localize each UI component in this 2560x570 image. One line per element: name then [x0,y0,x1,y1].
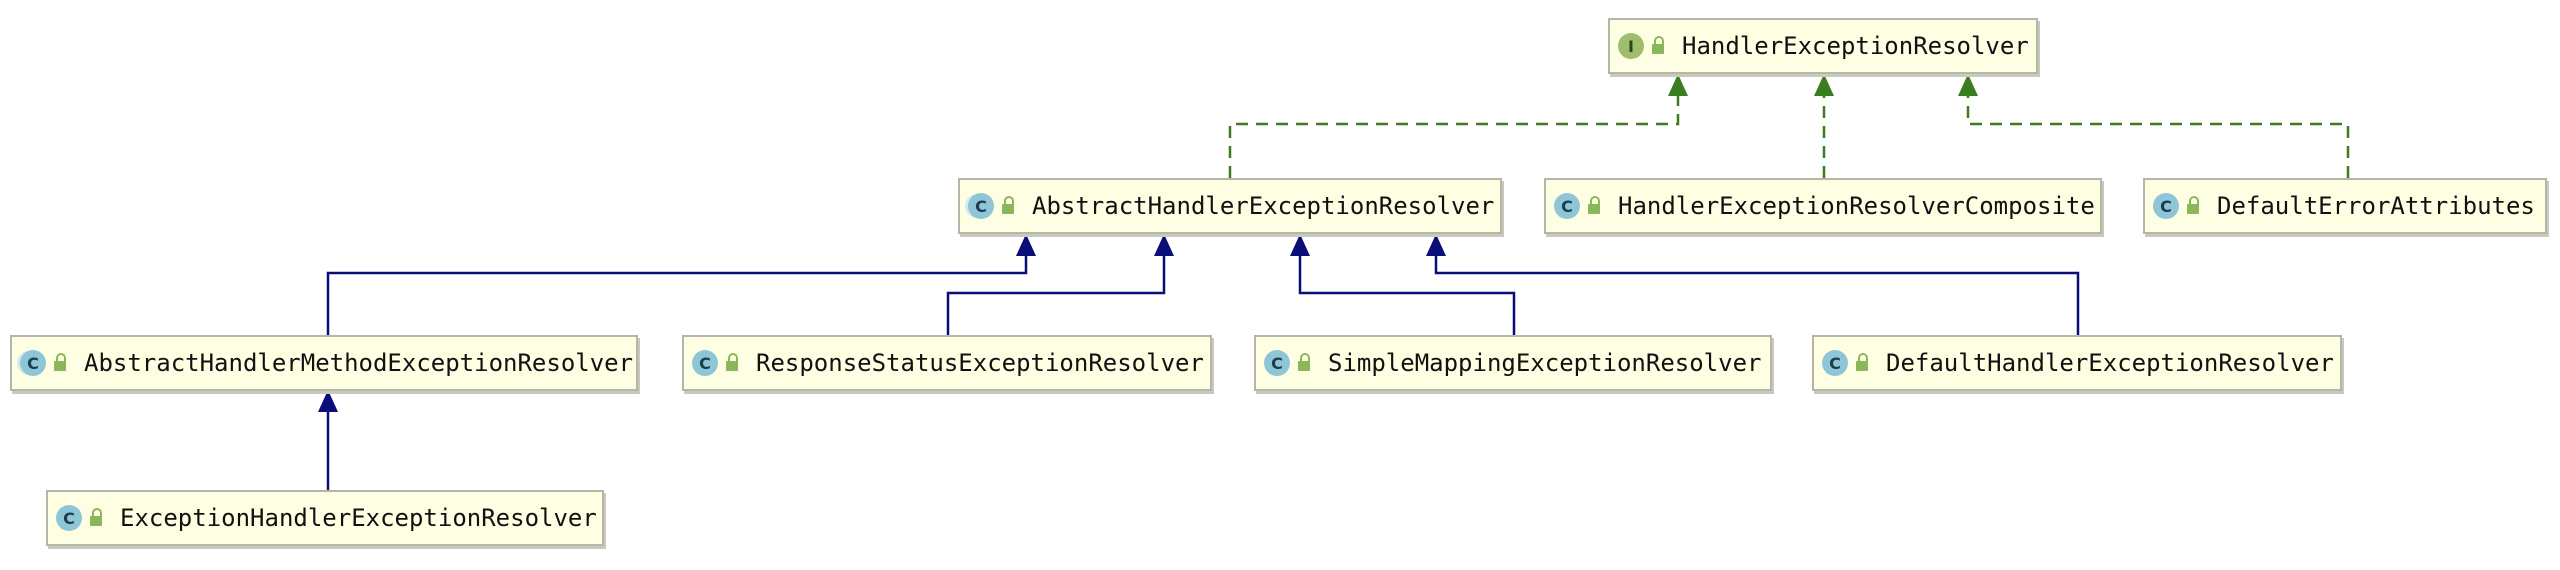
lock-icon [1652,36,1664,54]
class-node-simple-mapping-exception-resolver[interactable]: C SimpleMappingExceptionResolver [1254,335,1772,391]
class-node-label: SimpleMappingExceptionResolver [1328,349,1762,377]
class-node-handler-exception-resolver-composite[interactable]: C HandlerExceptionResolverComposite [1544,178,2102,234]
edge-implements-handler-exception-resolver-composite [1814,74,1834,178]
class-node-label: DefaultErrorAttributes [2217,192,2535,220]
lock-icon [726,353,738,371]
class-node-label: AbstractHandlerMethodExceptionResolver [84,349,634,377]
class-icon: C [1822,350,1848,376]
class-node-label: ExceptionHandlerExceptionResolver [120,504,597,532]
edge-implements-abstract-handler-exception-resolver [1228,74,1688,178]
class-icon: C [2153,193,2179,219]
class-node-label: ResponseStatusExceptionResolver [756,349,1204,377]
edge-extends-exception-handler-exception-resolver [318,390,338,490]
class-icon: C [692,350,718,376]
edge-extends-response-status-exception-resolver [946,234,1174,335]
lock-icon [1002,196,1014,214]
abstract-class-icon: C [20,350,46,376]
class-icon: C [1264,350,1290,376]
class-node-abstract-handler-method-exception-resolver[interactable]: C AbstractHandlerMethodExceptionResolver [10,335,638,391]
lock-icon [54,353,66,371]
lock-icon [2187,196,2199,214]
edge-extends-default-handler-exception-resolver [1426,234,2080,335]
class-node-exception-handler-exception-resolver[interactable]: C ExceptionHandlerExceptionResolver [46,490,604,546]
edge-implements-default-error-attributes [1958,74,2350,178]
class-node-abstract-handler-exception-resolver[interactable]: C AbstractHandlerExceptionResolver [958,178,1502,234]
class-node-label: HandlerExceptionResolver [1682,32,2029,60]
class-icon: C [1554,193,1580,219]
lock-icon [90,508,102,526]
class-node-label: DefaultHandlerExceptionResolver [1886,349,2334,377]
class-node-handler-exception-resolver[interactable]: I HandlerExceptionResolver [1608,18,2038,74]
abstract-class-icon: C [968,193,994,219]
class-node-default-error-attributes[interactable]: C DefaultErrorAttributes [2143,178,2547,234]
class-icon: C [56,505,82,531]
lock-icon [1588,196,1600,214]
class-node-label: AbstractHandlerExceptionResolver [1032,192,1495,220]
edge-extends-simple-mapping-exception-resolver [1290,234,1516,335]
lock-icon [1298,353,1310,371]
lock-icon [1856,353,1868,371]
interface-icon: I [1618,33,1644,59]
class-node-default-handler-exception-resolver[interactable]: C DefaultHandlerExceptionResolver [1812,335,2342,391]
class-node-label: HandlerExceptionResolverComposite [1618,192,2095,220]
class-node-response-status-exception-resolver[interactable]: C ResponseStatusExceptionResolver [682,335,1212,391]
edge-extends-abstract-handler-method-exception-resolver [326,234,1036,335]
